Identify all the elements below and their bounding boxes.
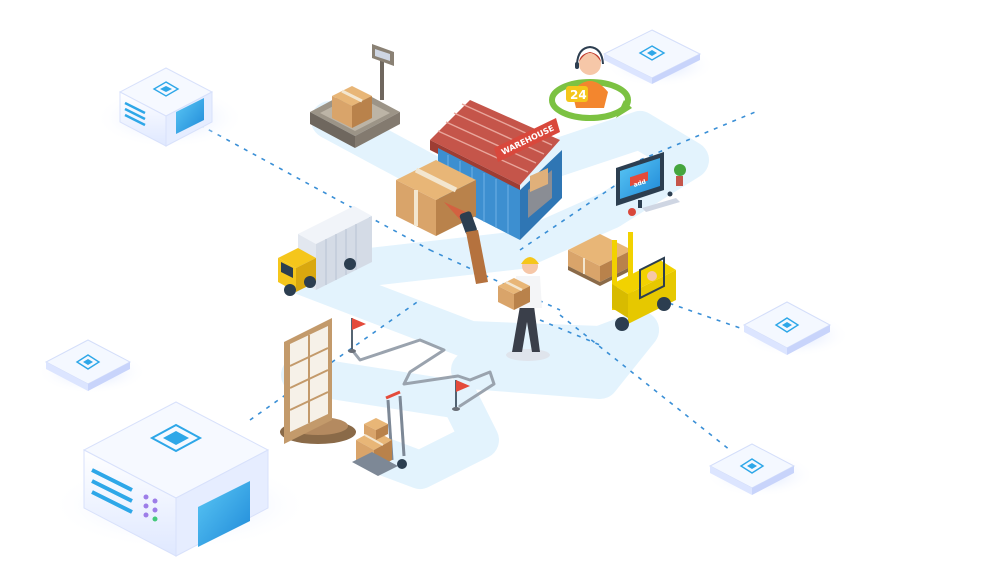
warehouse-building: WAREHOUSE [430, 100, 562, 240]
plant-pot [674, 164, 686, 186]
coffee-cup [628, 208, 636, 216]
computer-monitor: add [616, 152, 686, 216]
route-line [350, 338, 496, 408]
network-node-left [37, 339, 147, 394]
network-node-right [740, 301, 850, 357]
front-door [280, 318, 356, 444]
weighing-scale [310, 44, 400, 148]
monitor-button [630, 171, 648, 187]
server-large [50, 401, 310, 557]
network-node-bottom-right [705, 443, 815, 497]
warehouse-sign [494, 118, 560, 162]
delivery-truck [278, 206, 372, 296]
forklift [612, 232, 676, 331]
package-box-large [396, 160, 476, 236]
warehouse-worker [498, 257, 550, 361]
barcode-scanner [444, 202, 488, 284]
network-node-top-right [602, 29, 715, 87]
flag-start [348, 318, 366, 353]
support-agent: 24 [549, 45, 632, 121]
flag-end [452, 380, 470, 411]
support-badge [566, 86, 588, 102]
support-badge-label: 24 [570, 88, 587, 102]
package-box-small [498, 278, 530, 310]
keyboard [642, 198, 680, 212]
hand-truck-boxes [352, 390, 407, 476]
mouse [667, 191, 673, 197]
server-small [95, 67, 245, 148]
monitor-button-label: add [633, 178, 647, 189]
